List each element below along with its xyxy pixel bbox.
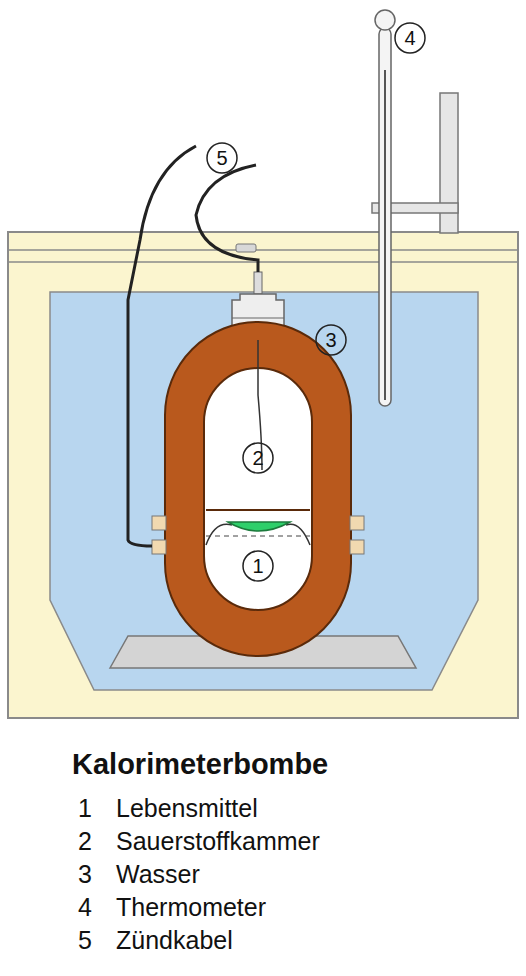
callout-number: 3 bbox=[325, 330, 336, 350]
ignition-cable bbox=[128, 146, 258, 546]
key-number: 4 bbox=[78, 895, 92, 920]
key-number: 2 bbox=[78, 829, 92, 854]
water-vessel bbox=[50, 292, 478, 690]
oxygen-chamber bbox=[204, 368, 312, 610]
diagram-title: Kalorimeterbombe bbox=[72, 750, 328, 779]
callout-number: 1 bbox=[252, 556, 263, 576]
part-name: Zündkabel bbox=[116, 928, 233, 953]
callout-number: 4 bbox=[404, 28, 415, 48]
part-name: Lebensmittel bbox=[116, 796, 258, 821]
callout-number: 2 bbox=[252, 448, 263, 468]
key-number: 1 bbox=[78, 796, 92, 821]
key-number: 3 bbox=[78, 862, 92, 887]
part-name: Sauerstoffkammer bbox=[116, 829, 320, 854]
food-sample bbox=[228, 522, 290, 531]
bomb-body bbox=[165, 322, 351, 656]
housing bbox=[8, 232, 518, 718]
thermometer bbox=[375, 10, 395, 406]
part-name: Wasser bbox=[116, 862, 200, 887]
callout-circles bbox=[207, 23, 425, 581]
key-number: 5 bbox=[78, 928, 92, 953]
part-name: Thermometer bbox=[116, 895, 266, 920]
callout-number: 5 bbox=[216, 148, 227, 168]
